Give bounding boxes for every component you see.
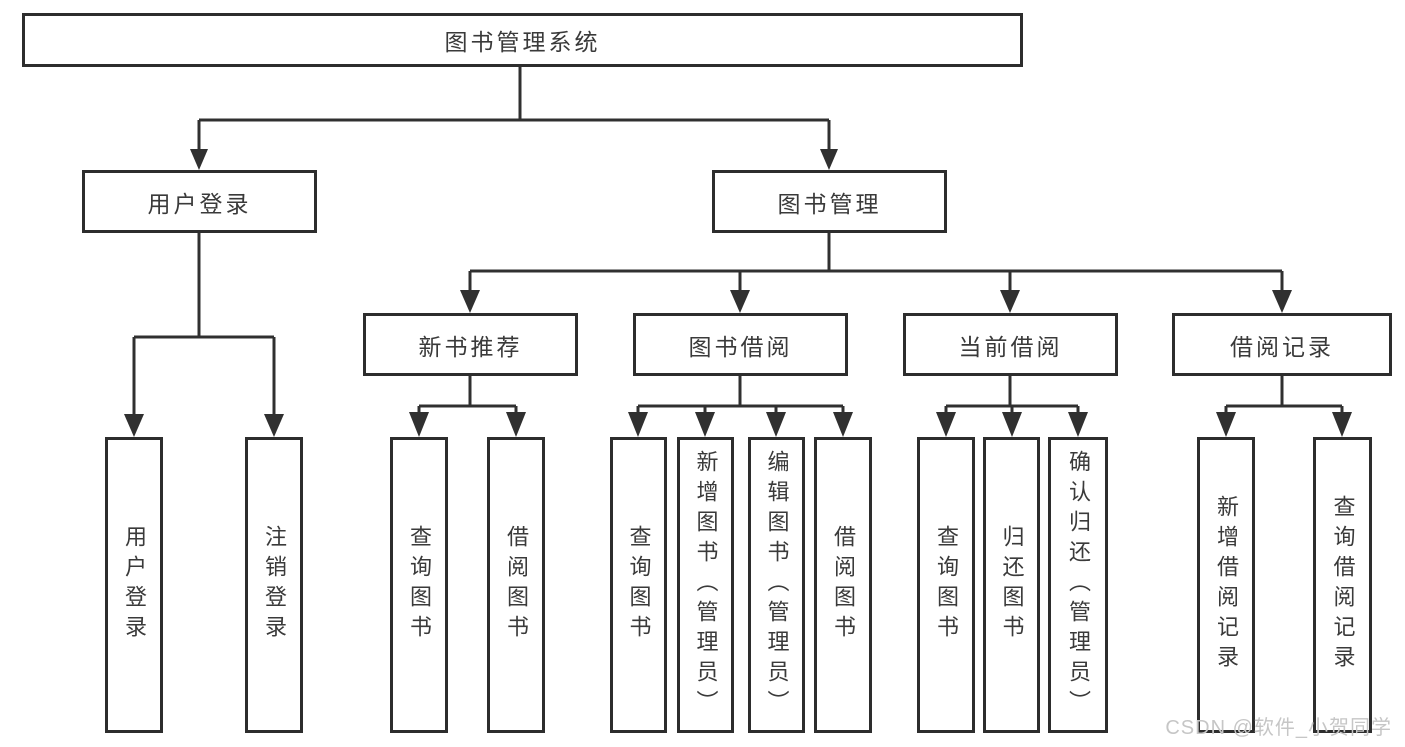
leaf-query-books-borrowing-label: 查询图书 <box>626 525 652 645</box>
connector-user-login-to-children <box>124 233 284 437</box>
leaf-user-login-label: 用户登录 <box>122 525 147 645</box>
node-borrow-records: 借阅记录 <box>1172 313 1392 376</box>
watermark: CSDN @软件_小贺同学 <box>1165 717 1392 739</box>
connector-new-book-recommend-to-children <box>409 376 526 437</box>
leaf-borrow-books-borrowing-label: 借阅图书 <box>831 525 856 645</box>
node-new-book-recommend-label: 新书推荐 <box>418 333 523 360</box>
node-library-system: 图书管理系统 <box>22 13 1023 67</box>
node-user-login-label: 用户登录 <box>147 190 252 217</box>
leaf-user-login: 用户登录 <box>105 437 163 733</box>
leaf-add-books-admin: 新增图书（管理员） <box>677 437 734 733</box>
node-borrow-records-label: 借阅记录 <box>1230 333 1334 360</box>
node-book-management: 图书管理 <box>712 170 947 233</box>
connector-root-to-level2 <box>190 67 838 170</box>
leaf-query-borrow-record-label: 查询借阅记录 <box>1330 495 1356 675</box>
node-library-system-label: 图书管理系统 <box>444 29 601 55</box>
leaf-logout-label: 注销登录 <box>262 525 287 645</box>
leaf-confirm-return-admin: 确认归还（管理员） <box>1048 437 1108 733</box>
leaf-query-books-recommend-label: 查询图书 <box>407 525 432 645</box>
leaf-borrow-books-recommend: 借阅图书 <box>487 437 545 733</box>
node-current-borrowing: 当前借阅 <box>903 313 1118 376</box>
node-user-login: 用户登录 <box>82 170 317 233</box>
leaf-borrow-books-borrowing: 借阅图书 <box>814 437 872 733</box>
node-book-management-label: 图书管理 <box>777 190 882 217</box>
node-new-book-recommend: 新书推荐 <box>363 313 578 376</box>
connector-book-borrowing-to-children <box>628 376 853 437</box>
connector-current-borrowing-to-children <box>936 376 1088 437</box>
leaf-query-borrow-record: 查询借阅记录 <box>1313 437 1372 733</box>
leaf-query-books-current-label: 查询图书 <box>934 525 959 645</box>
leaf-query-books-recommend: 查询图书 <box>390 437 448 733</box>
connector-borrow-records-to-children <box>1216 376 1352 437</box>
node-current-borrowing-label: 当前借阅 <box>958 333 1063 360</box>
leaf-add-books-admin-label: 新增图书（管理员） <box>693 450 719 720</box>
node-book-borrowing-label: 图书借阅 <box>688 333 793 360</box>
leaf-query-books-current: 查询图书 <box>917 437 975 733</box>
leaf-edit-books-admin: 编辑图书（管理员） <box>748 437 805 733</box>
leaf-logout: 注销登录 <box>245 437 303 733</box>
leaf-confirm-return-admin-label: 确认归还（管理员） <box>1066 450 1091 720</box>
leaf-edit-books-admin-label: 编辑图书（管理员） <box>764 450 790 720</box>
connector-book-management-to-level3 <box>460 233 1292 313</box>
leaf-add-borrow-record: 新增借阅记录 <box>1197 437 1255 733</box>
leaf-add-borrow-record-label: 新增借阅记录 <box>1214 495 1239 675</box>
leaf-return-books-label: 归还图书 <box>999 525 1025 645</box>
leaf-query-books-borrowing: 查询图书 <box>610 437 667 733</box>
leaf-return-books: 归还图书 <box>983 437 1040 733</box>
node-book-borrowing: 图书借阅 <box>633 313 848 376</box>
leaf-borrow-books-recommend-label: 借阅图书 <box>504 525 529 645</box>
